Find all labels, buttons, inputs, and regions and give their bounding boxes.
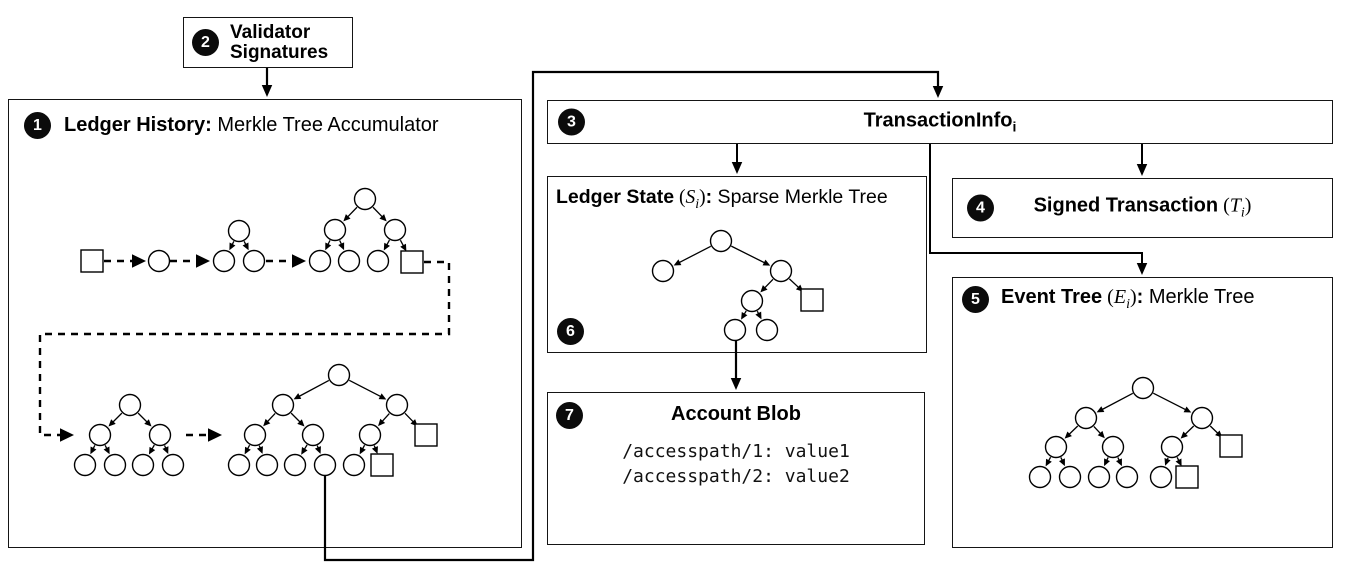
ledger-state-title: Ledger State (Si): Sparse Merkle Tree xyxy=(556,186,888,212)
badge-2: 2 xyxy=(192,29,219,56)
badge-5: 5 xyxy=(962,286,989,313)
event-tree-label: Event Tree (Ei): Merkle Tree xyxy=(1001,286,1255,312)
badge-7: 7 xyxy=(556,402,583,429)
validator-label-line1: Validator xyxy=(230,21,311,43)
account-blob-title: Account Blob xyxy=(671,403,801,425)
validator-label-line2: Signatures xyxy=(230,41,329,63)
ledger-history-box: 1 Ledger History: Merkle Tree Accumulato… xyxy=(8,99,522,548)
arrowhead xyxy=(932,86,944,98)
account-blob-contents: /accesspath/1: value1 /accesspath/2: val… xyxy=(548,439,924,489)
arrowhead xyxy=(731,162,743,174)
event-tree-box: 5 Event Tree (Ei): Merkle Tree xyxy=(952,277,1333,548)
ledger-history-label: Ledger History: Merkle Tree Accumulator xyxy=(64,114,439,136)
signed-transaction-box: 4 Signed Transaction (Ti) xyxy=(952,178,1333,238)
transaction-info-to-ledger-state xyxy=(731,144,743,174)
validator-to-ledger-history xyxy=(261,68,273,97)
arrowhead xyxy=(261,85,273,97)
transaction-info-label: TransactionInfoi xyxy=(863,109,1017,135)
transaction-info-box: 3 TransactionInfoi xyxy=(547,100,1333,144)
arrowhead xyxy=(1136,164,1148,176)
ledger-history-title: 1 Ledger History: Merkle Tree Accumulato… xyxy=(24,112,439,139)
transaction-info-to-signed-transaction xyxy=(1136,144,1148,176)
badge-6: 6 xyxy=(557,318,584,345)
ledger-state-box: Ledger State (Si): Sparse Merkle Tree 6 xyxy=(547,176,927,353)
event-tree-title: 5 Event Tree (Ei): Merkle Tree xyxy=(962,286,1254,313)
access-path-line-2: /accesspath/2: value2 xyxy=(622,466,850,487)
signed-transaction-label: Signed Transaction (Ti) xyxy=(1033,194,1252,221)
validator-signatures-label: Validator Signatures xyxy=(230,21,329,63)
badge-1: 1 xyxy=(24,112,51,139)
access-path-line-1: /accesspath/1: value1 xyxy=(622,441,850,462)
account-blob-box: 7 Account Blob /accesspath/1: value1 /ac… xyxy=(547,392,925,545)
arrowhead xyxy=(1136,263,1148,275)
arrowhead xyxy=(730,378,742,390)
validator-signatures-box: 2 Validator Signatures xyxy=(183,17,353,68)
